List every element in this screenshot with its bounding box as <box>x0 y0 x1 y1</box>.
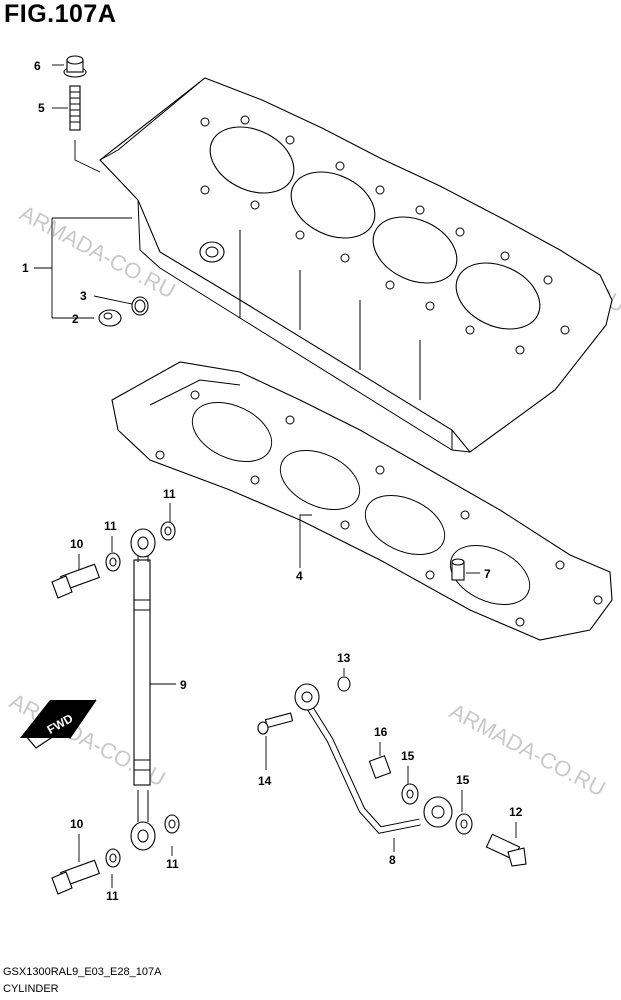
callout-14: 14 <box>258 774 272 788</box>
callout-16: 16 <box>374 725 388 739</box>
union-bolt-right <box>485 833 527 867</box>
dowel-pin <box>451 558 465 581</box>
cylinder-block <box>99 77 613 453</box>
union-bolt-upper <box>51 563 101 599</box>
figure-name: CYLINDER <box>3 983 59 995</box>
union-bolt-lower <box>51 859 101 895</box>
plug <box>98 309 122 327</box>
callout-9: 9 <box>180 678 187 692</box>
callout-3: 3 <box>80 289 87 303</box>
callout-7: 7 <box>484 567 491 581</box>
flange-nut <box>63 55 87 78</box>
callout-10: 10 <box>70 537 84 551</box>
callout-11: 11 <box>106 889 119 903</box>
small-o-ring <box>337 676 351 692</box>
gasket-washers <box>105 521 180 868</box>
pipe-bolt <box>257 712 294 735</box>
leader-lines <box>34 64 517 888</box>
fwd-direction-arrow: FWD <box>20 699 97 749</box>
callout-13: 13 <box>337 651 351 665</box>
stud-bolt <box>69 85 101 173</box>
callout-6: 6 <box>34 59 41 73</box>
callout-10: 10 <box>70 817 84 831</box>
callout-1: 1 <box>22 261 29 275</box>
callout-2: 2 <box>72 312 79 326</box>
pipe-washers <box>401 783 473 835</box>
oil-pipe <box>294 683 453 834</box>
rubber-cap <box>368 755 392 779</box>
callout-15: 15 <box>456 773 470 787</box>
callout-11: 11 <box>104 519 117 533</box>
callout-11: 11 <box>166 857 179 871</box>
callout-8: 8 <box>389 853 396 867</box>
cylinder-gasket <box>111 361 613 641</box>
watermark: ARMADA-CO.RU <box>446 698 610 801</box>
callout-4: 4 <box>296 569 303 583</box>
callout-12: 12 <box>509 805 523 819</box>
figure-title: FIG.107A <box>4 0 117 28</box>
callout-5: 5 <box>38 101 45 115</box>
callout-15: 15 <box>401 749 415 763</box>
callout-11: 11 <box>163 487 176 501</box>
o-ring <box>131 296 149 316</box>
figure-code: GSX1300RAL9_E03_E28_107A <box>3 966 162 978</box>
oil-hose <box>130 528 156 851</box>
callout-labels: 6 5 1 3 2 4 7 9 11 11 10 10 11 11 13 14 … <box>22 59 523 903</box>
